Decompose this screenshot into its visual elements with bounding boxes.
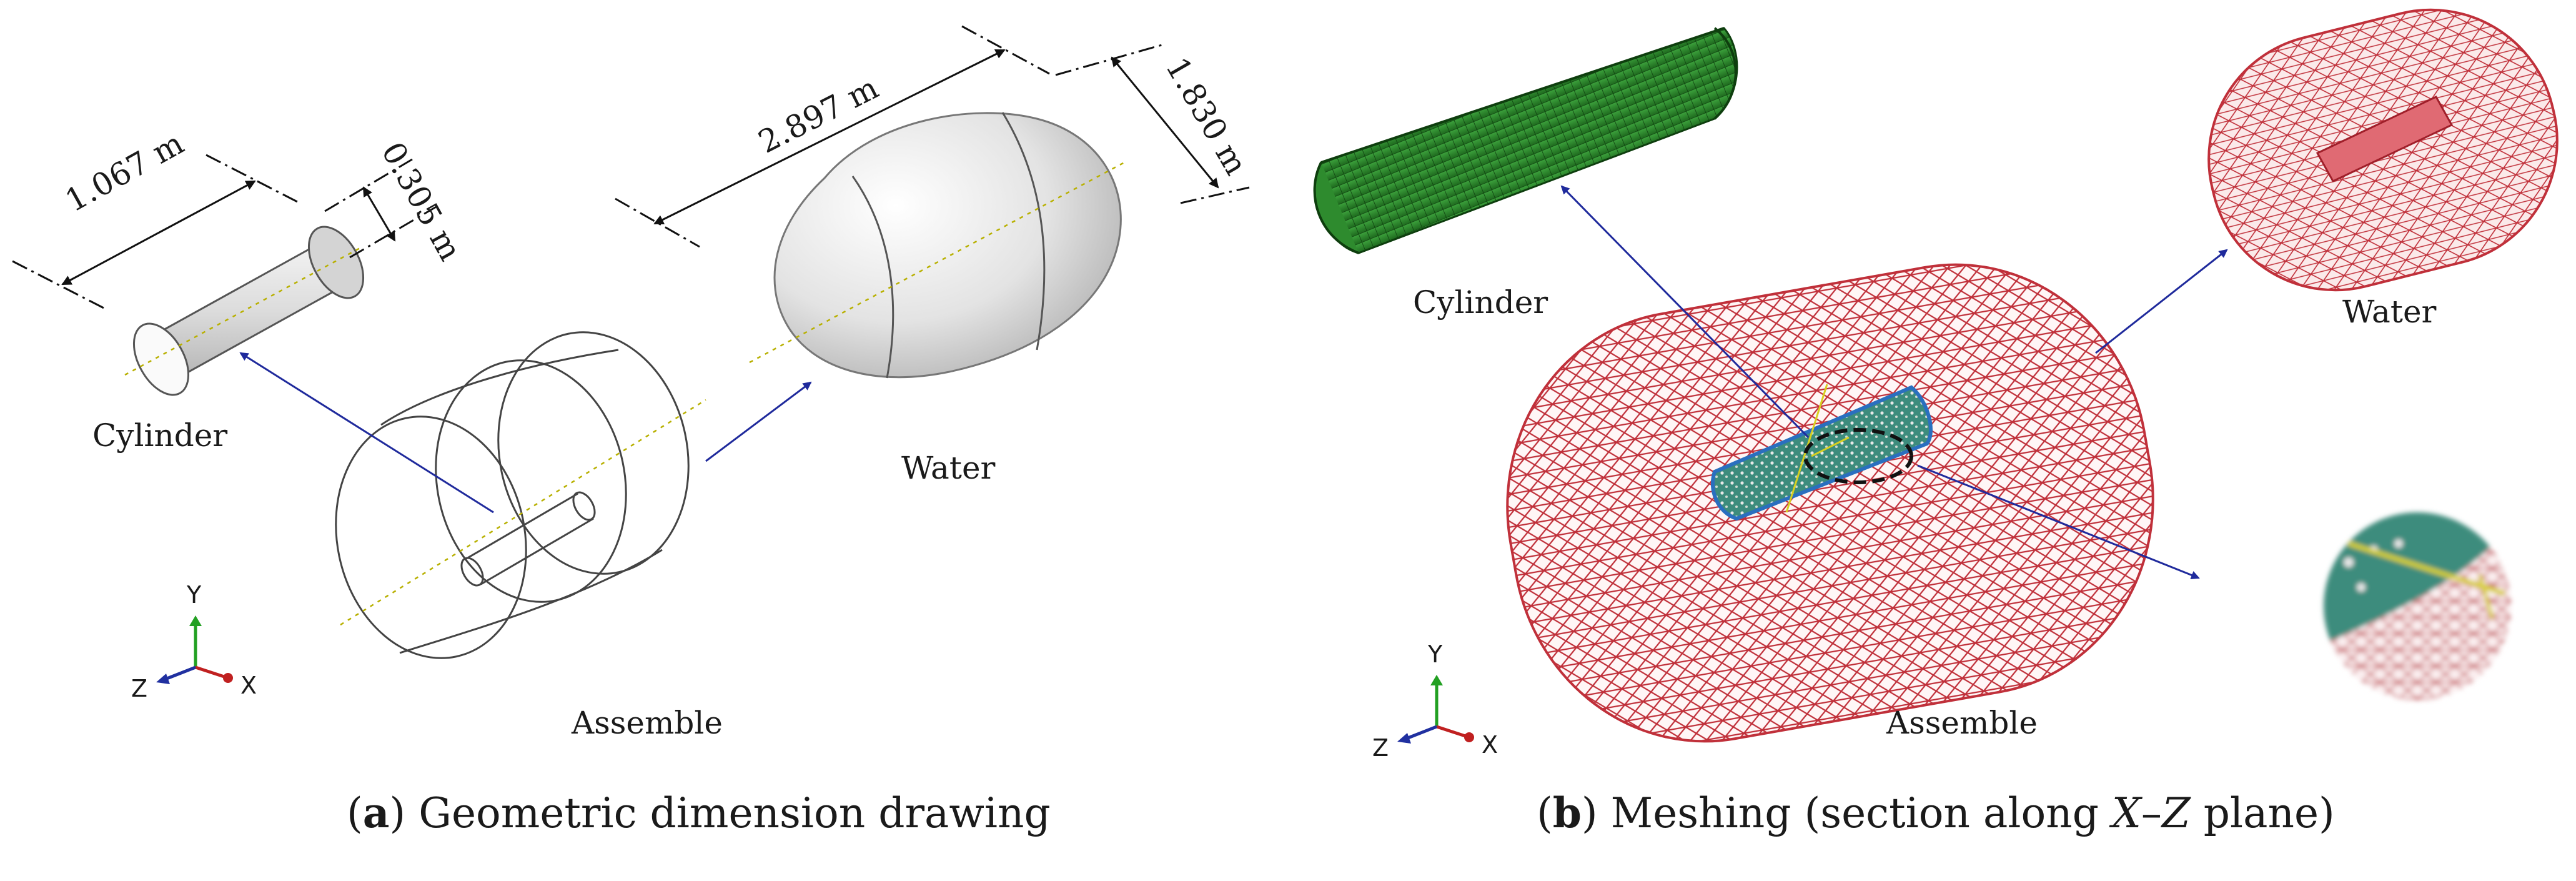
panel-a <box>12 25 1250 684</box>
axis-label-z-a: Z <box>131 675 148 702</box>
caption-b: (b) Meshing (section along X–Z plane) <box>1537 789 2335 837</box>
label-water-b: Water <box>2342 294 2437 330</box>
caption-b-dash: – <box>2141 789 2162 837</box>
caption-b-letter: b <box>1552 789 1582 837</box>
caption-b-text-after: plane) <box>2190 789 2335 837</box>
water-mesh-part-b <box>2182 0 2576 317</box>
zoom-region-highlight <box>1803 428 1913 484</box>
caption-a-letter: a <box>362 789 390 837</box>
axis-label-y-a: Y <box>187 581 202 609</box>
zoom-inset <box>2324 512 2511 700</box>
cylinder-mesh-part-b <box>1313 27 1738 254</box>
leader-arrow-to-water-b <box>2095 249 2228 354</box>
leader-arrow-to-zoom <box>1917 464 2200 580</box>
leader-arrow-to-cylinder-b <box>1560 185 1810 439</box>
label-assemble-b: Assemble <box>1886 705 2038 741</box>
axis-label-x-b: X <box>1482 731 1499 759</box>
dimension-cylinder-diameter <box>324 158 438 259</box>
axis-label-x-a: X <box>240 672 257 699</box>
leader-arrow-to-water-a <box>705 381 812 462</box>
label-cylinder-a: Cylinder <box>92 417 228 454</box>
assembly-wireframe-a <box>335 331 706 659</box>
caption-b-axis-2: Z <box>2161 789 2191 837</box>
axis-label-y-b: Y <box>1428 640 1443 668</box>
assembly-mesh-b <box>1475 234 2185 772</box>
dimension-water-diameter <box>1055 44 1250 204</box>
leader-arrow-to-cylinder-a <box>239 352 494 514</box>
label-cylinder-b: Cylinder <box>1413 284 1548 321</box>
dimension-water-length <box>615 25 1050 248</box>
caption-b-axis-1: X <box>2111 789 2141 837</box>
axis-label-z-b: Z <box>1372 734 1389 762</box>
dimension-cylinder-length <box>12 154 300 311</box>
axis-triad-b <box>1397 675 1474 744</box>
label-assemble-a: Assemble <box>572 705 723 741</box>
cylinder-part-a <box>124 226 365 396</box>
label-water-a: Water <box>901 450 996 486</box>
water-part-a <box>749 112 1125 379</box>
panel-b <box>1313 0 2576 772</box>
caption-a: (a) Geometric dimension drawing <box>347 789 1051 837</box>
axis-triad-a <box>156 615 233 684</box>
caption-a-text: Geometric dimension drawing <box>419 789 1051 837</box>
caption-b-text-before: Meshing (section along <box>1610 789 2112 837</box>
